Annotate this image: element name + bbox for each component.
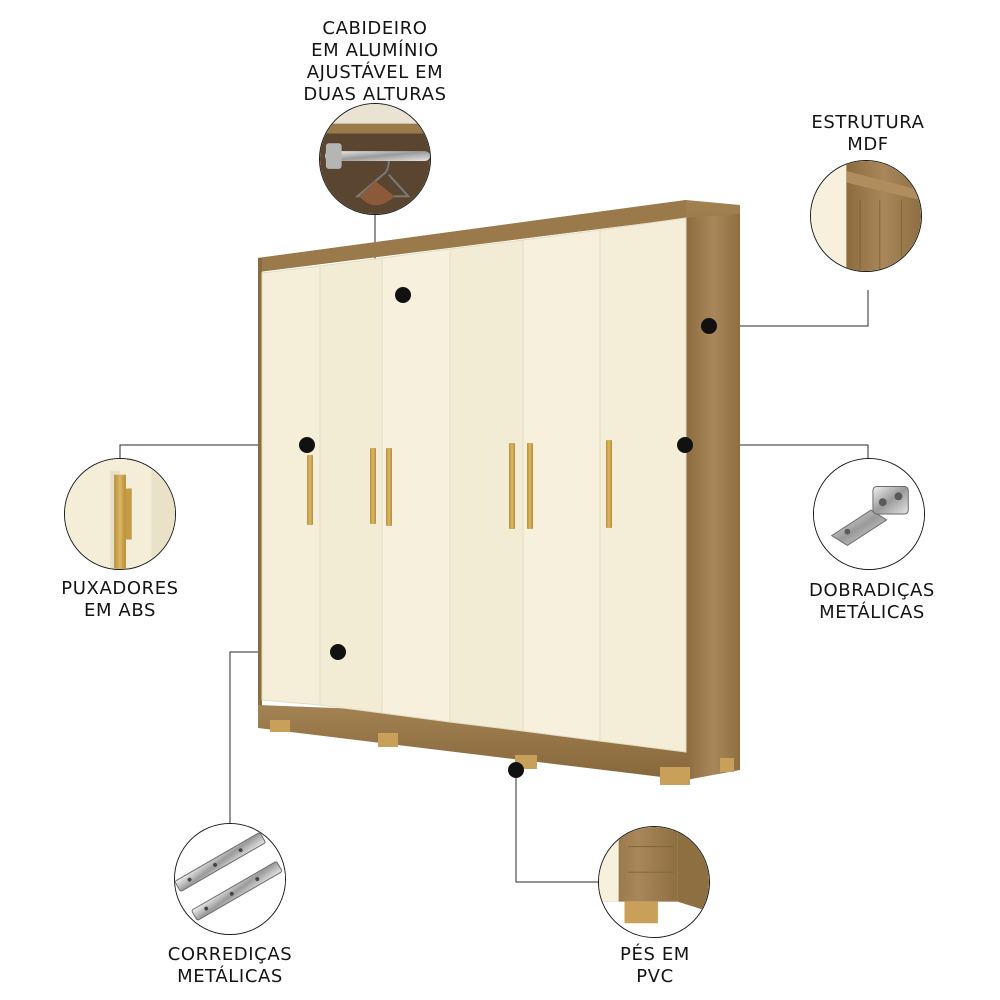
marker-corredicas	[330, 644, 346, 660]
label-puxadores: PUXADORES EM ABS	[40, 578, 200, 622]
label-corredicas-line-2: METÁLICAS	[177, 966, 283, 987]
label-pes: PÉS EM PVC	[585, 944, 725, 988]
label-puxadores-line-2: EM ABS	[84, 600, 156, 621]
marker-dobradicas	[677, 437, 693, 453]
foot-icon	[598, 826, 710, 938]
label-corredicas: CORREDIÇAS METÁLICAS	[150, 944, 310, 988]
feet	[270, 720, 734, 785]
handles	[307, 440, 612, 529]
marker-puxadores	[299, 437, 315, 453]
hinge-icon	[813, 458, 925, 570]
label-estrutura-line-1: ESTRUTURA	[811, 112, 925, 133]
door-5	[522, 229, 601, 742]
doors	[261, 217, 687, 753]
label-cabideiro-line-4: DUAS ALTURAS	[303, 84, 447, 105]
label-corredicas-line-1: CORREDIÇAS	[167, 944, 293, 965]
marker-pes	[508, 762, 524, 778]
label-puxadores-line-1: PUXADORES	[61, 578, 179, 599]
slide-rail-icon	[174, 823, 286, 935]
marker-estrutura	[701, 318, 717, 334]
hanger-rail-icon	[319, 103, 431, 215]
door-3	[381, 248, 451, 723]
label-estrutura: ESTRUTURA MDF	[798, 112, 938, 156]
door-6	[599, 217, 687, 753]
side-panel	[686, 205, 740, 780]
label-cabideiro-line-3: AJUSTÁVEL EM	[306, 62, 444, 83]
label-cabideiro-line-2: EM ALUMÍNIO	[311, 40, 439, 61]
label-dobradicas-line-2: METÁLICAS	[819, 602, 925, 623]
label-dobradicas-line-1: DOBRADIÇAS	[809, 580, 935, 601]
label-cabideiro-line-1: CABIDEIRO	[322, 18, 428, 39]
handle-icon	[64, 458, 176, 570]
label-pes-line-1: PÉS EM	[620, 944, 690, 965]
marker-dots	[299, 287, 717, 778]
label-cabideiro: CABIDEIRO EM ALUMÍNIO AJUSTÁVEL EM DUAS …	[290, 18, 460, 106]
label-pes-line-2: PVC	[636, 966, 674, 987]
label-estrutura-line-2: MDF	[847, 134, 889, 155]
marker-cabideiro	[395, 287, 411, 303]
wood-panel-icon	[810, 160, 922, 272]
label-dobradicas: DOBRADIÇAS METÁLICAS	[792, 580, 952, 624]
